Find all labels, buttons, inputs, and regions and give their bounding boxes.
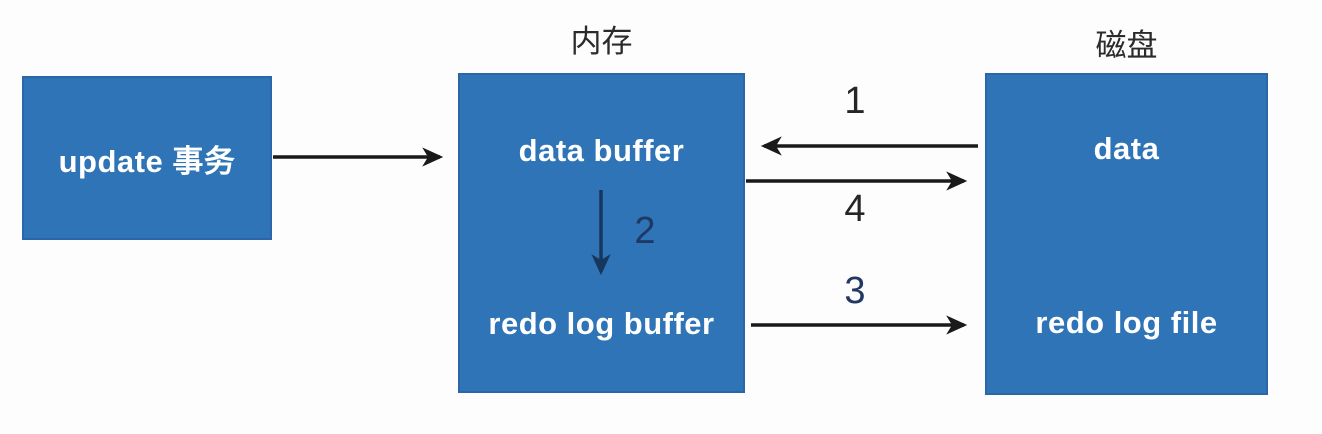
step-2-label: 2 (634, 210, 656, 252)
memory-box: data buffer redo log buffer (458, 73, 745, 393)
data-label: data (1093, 131, 1160, 166)
memory-zone-title: 内存 (570, 24, 633, 59)
update-transaction-box: update 事务 (22, 76, 272, 240)
redo-log-buffer-label: redo log buffer (488, 306, 715, 341)
step-3-label: 3 (844, 270, 866, 312)
step-4-label: 4 (844, 188, 866, 230)
data-buffer-label: data buffer (518, 133, 685, 168)
disk-zone-title: 磁盘 (1095, 28, 1158, 63)
update-transaction-label: update 事务 (58, 143, 236, 179)
disk-box: data redo log file (985, 73, 1268, 395)
step-1-label: 1 (844, 80, 866, 122)
redo-log-file-label: redo log file (1035, 305, 1218, 340)
